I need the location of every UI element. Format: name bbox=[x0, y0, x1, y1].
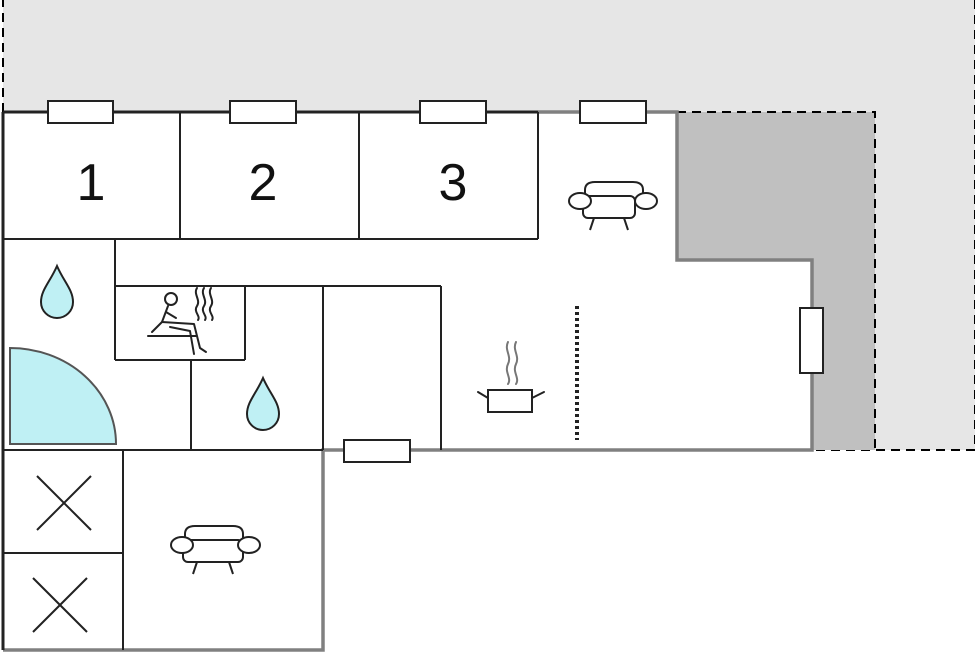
bedroom-3-label: 3 bbox=[439, 154, 468, 212]
interior-walls bbox=[3, 112, 539, 650]
window bbox=[229, 100, 297, 124]
window bbox=[419, 100, 487, 124]
windows bbox=[47, 100, 824, 463]
bedroom-1-label: 1 bbox=[77, 154, 106, 212]
pool-shape bbox=[9, 346, 118, 445]
cross-icon bbox=[36, 475, 92, 531]
sauna-icon bbox=[147, 287, 214, 355]
window bbox=[579, 100, 647, 124]
cross-icon bbox=[32, 577, 88, 633]
window bbox=[343, 439, 411, 463]
terrace-covered bbox=[677, 111, 876, 450]
window bbox=[799, 307, 824, 374]
water-drop-icon bbox=[39, 263, 75, 319]
sofa-icon bbox=[170, 525, 261, 575]
window bbox=[47, 100, 114, 124]
sofa-icon bbox=[568, 181, 658, 231]
cooking-pot-icon bbox=[477, 341, 545, 413]
bedroom-2-label: 2 bbox=[249, 154, 278, 212]
water-drop-icon bbox=[245, 375, 281, 431]
